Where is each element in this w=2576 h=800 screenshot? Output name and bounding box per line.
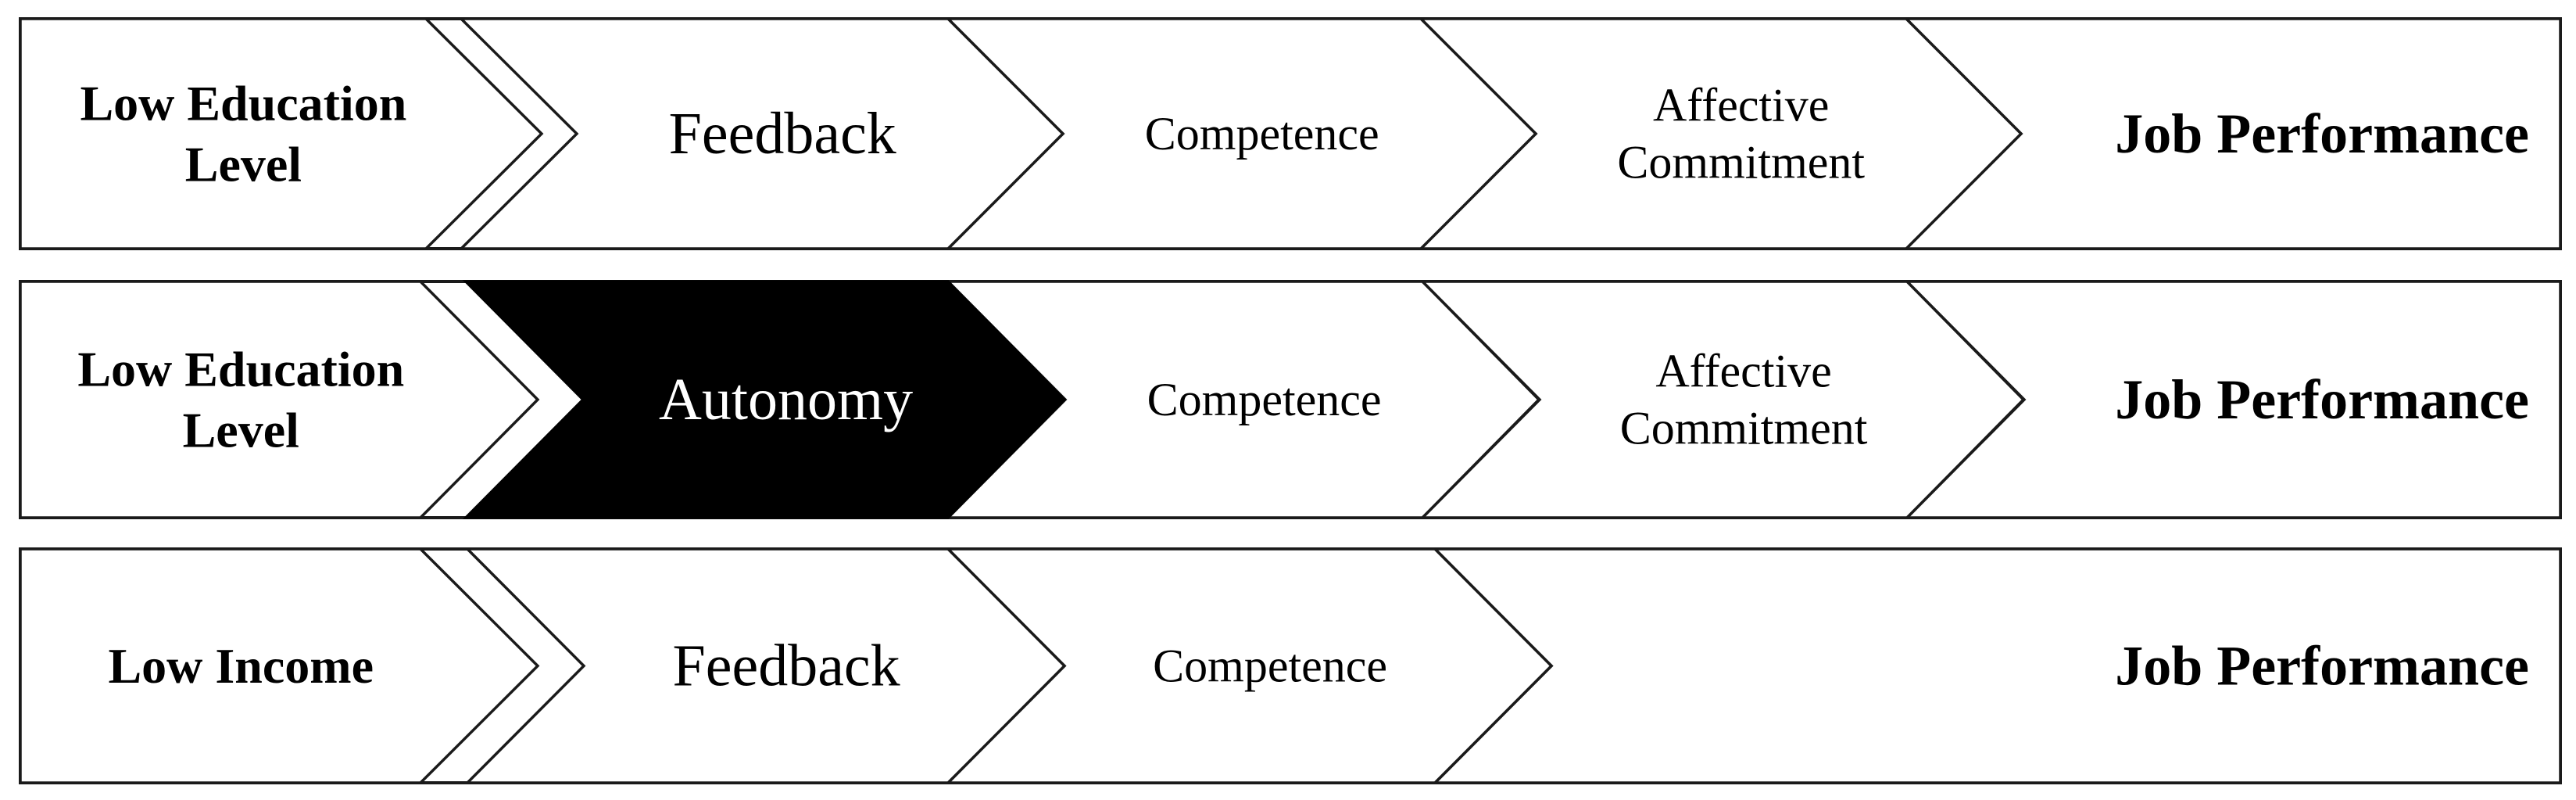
step-low-education-level-chevron [19, 17, 544, 250]
step-affective-commitment-label: Commitment [1617, 137, 1865, 188]
pathway-row-3: Low Income Feedback Competence Job Performa… [19, 547, 2562, 784]
step-feedback-label: Feedback [669, 101, 896, 167]
step-autonomy-label: Autonomy [659, 367, 913, 432]
step-affective-commitment-label: Affective [1653, 79, 1829, 131]
outcome-label: Job Performance [2115, 368, 2529, 431]
step-low-education-level-label: Level [183, 403, 299, 458]
step-affective-commitment-label: Affective [1655, 345, 1831, 396]
step-low-income-chevron [19, 547, 540, 784]
step-feedback-chevron [463, 547, 1067, 784]
outcome-label: Job Performance [2115, 102, 2529, 165]
step-affective-commitment-label: Commitment [1620, 403, 1868, 454]
step-feedback-chevron [457, 17, 1065, 250]
step-competence-label: Competence [1153, 640, 1387, 692]
step-feedback-label: Feedback [672, 633, 900, 699]
step-autonomy-chevron [462, 280, 1067, 519]
step-low-education-level-label: Low Education [77, 341, 404, 396]
step-low-education-level-label: Low Education [80, 75, 406, 131]
step-low-education-level-chevron [19, 280, 540, 519]
step-competence-label: Competence [1145, 108, 1379, 160]
step-competence-label: Competence [1147, 374, 1382, 425]
step-low-income-label: Low Income [108, 638, 374, 694]
outcome-label: Job Performance [2115, 635, 2529, 698]
step-low-education-level-label: Level [185, 137, 302, 192]
